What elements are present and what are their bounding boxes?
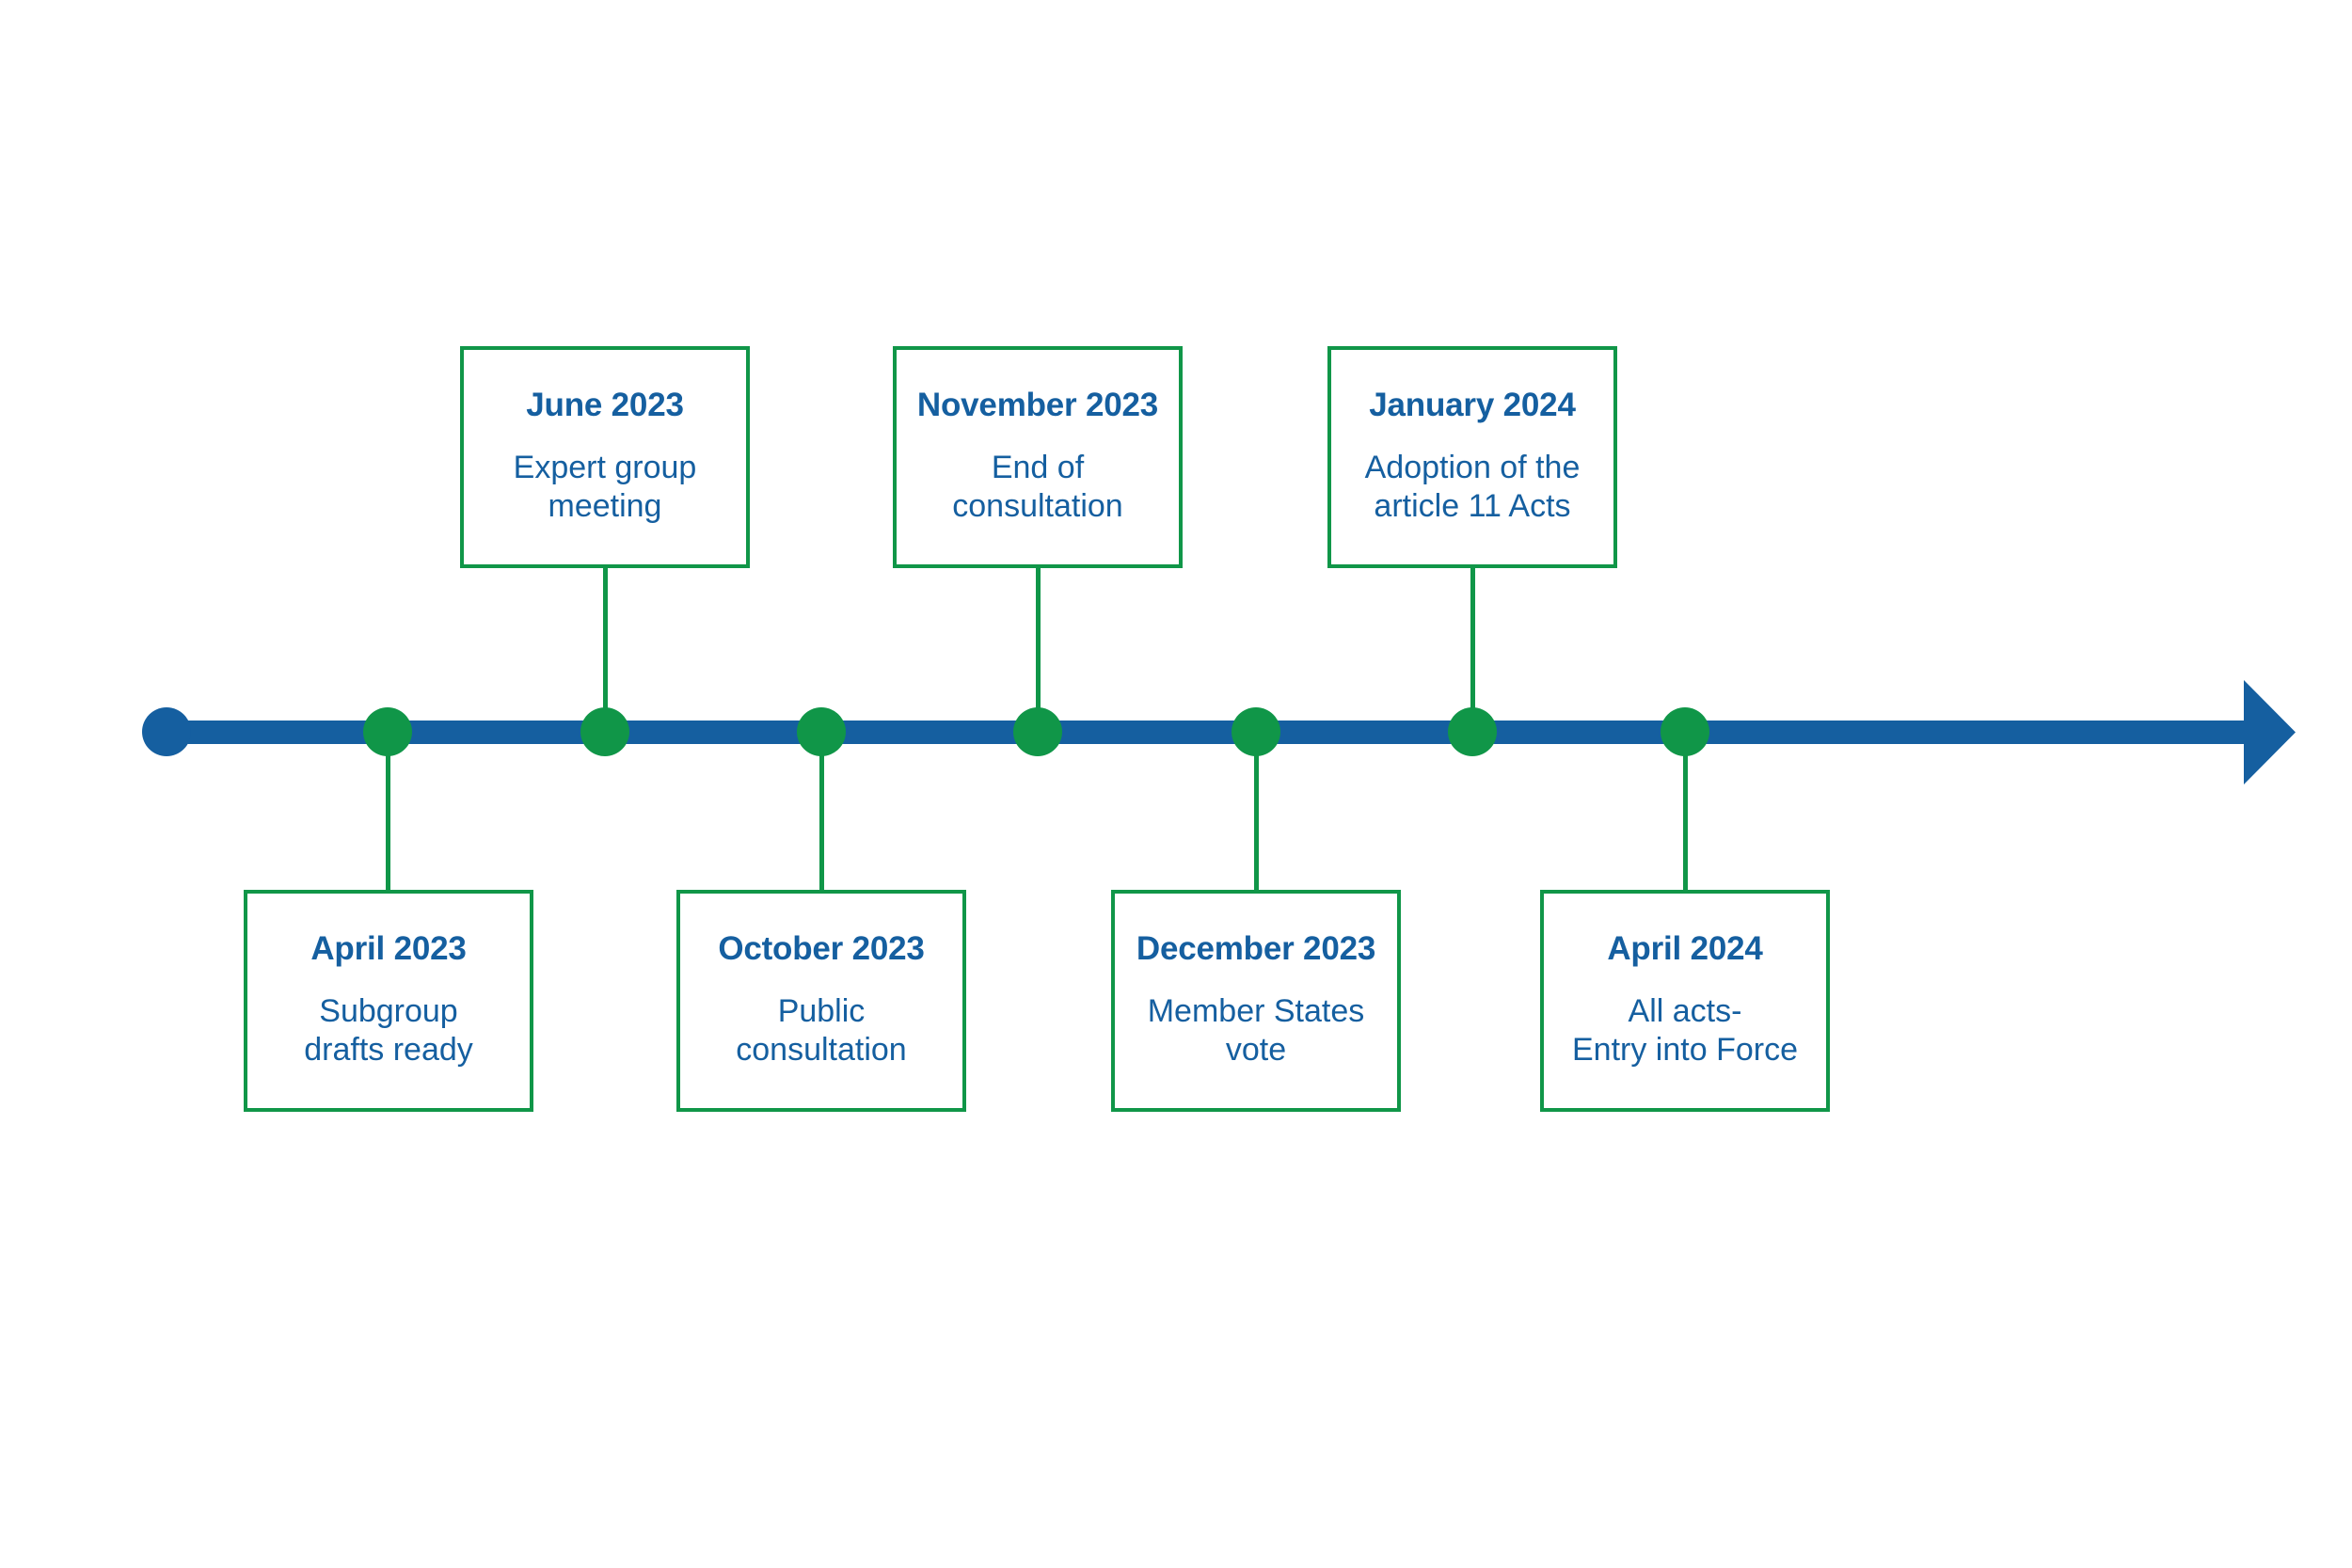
- connector-april-2024: [1683, 752, 1688, 891]
- milestone-card-april-2023[interactable]: April 2023 Subgroup drafts ready: [244, 890, 533, 1112]
- timeline-node-november-2023[interactable]: [1013, 707, 1062, 756]
- connector-january-2024: [1470, 567, 1475, 710]
- timeline-node-june-2023[interactable]: [580, 707, 629, 756]
- milestone-date: December 2023: [1136, 930, 1376, 968]
- milestone-description: Public consultation: [736, 992, 907, 1069]
- timeline-start-node: [142, 707, 191, 756]
- milestone-date: April 2024: [1607, 930, 1763, 968]
- timeline-arrowhead-icon: [2244, 680, 2296, 784]
- timeline-node-january-2024[interactable]: [1448, 707, 1497, 756]
- milestone-card-december-2023[interactable]: December 2023 Member States vote: [1111, 890, 1401, 1112]
- timeline-node-april-2023[interactable]: [363, 707, 412, 756]
- milestone-date: November 2023: [916, 387, 1159, 424]
- milestone-description: Expert group meeting: [513, 449, 697, 525]
- milestone-date: April 2023: [310, 930, 467, 968]
- milestone-card-january-2024[interactable]: January 2024 Adoption of the article 11 …: [1327, 346, 1617, 568]
- milestone-card-june-2023[interactable]: June 2023 Expert group meeting: [460, 346, 750, 568]
- milestone-date: October 2023: [718, 930, 925, 968]
- timeline-node-october-2023[interactable]: [797, 707, 846, 756]
- timeline-node-april-2024[interactable]: [1661, 707, 1709, 756]
- connector-november-2023: [1036, 567, 1041, 710]
- connector-june-2023: [603, 567, 608, 710]
- connector-april-2023: [386, 752, 390, 891]
- timeline-node-december-2023[interactable]: [1232, 707, 1280, 756]
- milestone-description: End of consultation: [952, 449, 1123, 525]
- milestone-description: Subgroup drafts ready: [304, 992, 473, 1069]
- milestone-date: January 2024: [1369, 387, 1576, 424]
- milestone-description: Adoption of the article 11 Acts: [1364, 449, 1581, 525]
- connector-december-2023: [1254, 752, 1259, 891]
- milestone-card-october-2023[interactable]: October 2023 Public consultation: [676, 890, 966, 1112]
- milestone-description: All acts- Entry into Force: [1572, 992, 1798, 1069]
- milestone-card-april-2024[interactable]: April 2024 All acts- Entry into Force: [1540, 890, 1830, 1112]
- milestone-card-november-2023[interactable]: November 2023 End of consultation: [893, 346, 1183, 568]
- connector-october-2023: [819, 752, 824, 891]
- timeline-shaft: [155, 721, 2253, 744]
- milestone-description: Member States vote: [1147, 992, 1365, 1069]
- milestone-date: June 2023: [526, 387, 684, 424]
